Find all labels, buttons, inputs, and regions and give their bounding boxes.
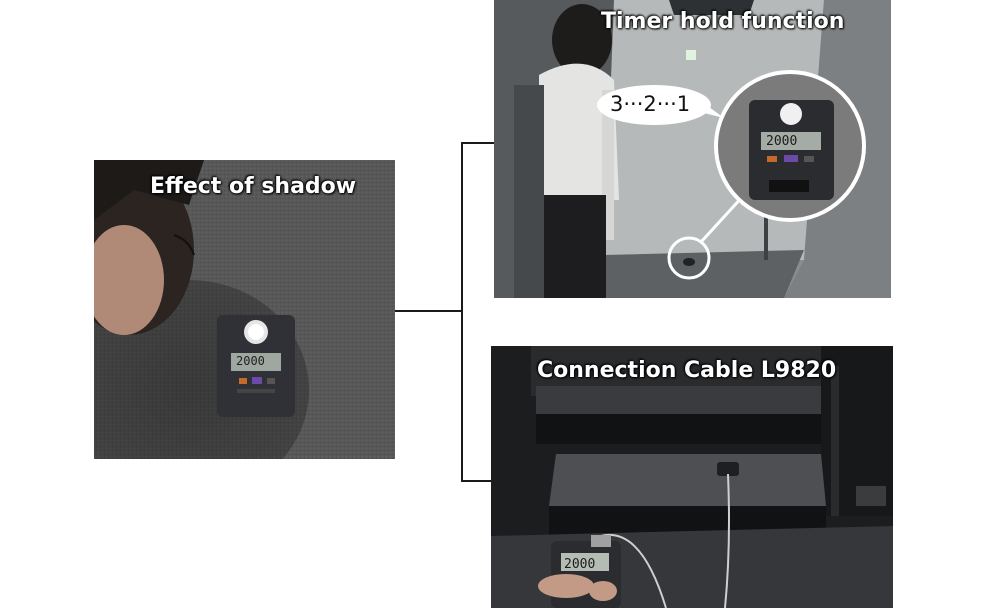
connector-horizontal-main: [395, 310, 463, 312]
timer-caption: Timer hold function: [601, 9, 845, 34]
timer-hold-photo: 2000 3···2···1 Timer hold function: [494, 0, 891, 298]
connection-cable-photo: 2000 Connection Cable L9820: [491, 346, 893, 608]
shadow-effect-photo: 2000 Effect of shadow: [94, 160, 395, 459]
shadow-caption: Effect of shadow: [150, 174, 357, 199]
cable-meter-reading: 2000: [564, 557, 596, 572]
connector-vertical: [461, 142, 463, 482]
shadow-meter-reading: 2000: [236, 354, 265, 368]
connector-branch-bottom: [461, 480, 491, 482]
timer-meter-reading: 2000: [766, 134, 798, 149]
connector-branch-top: [461, 142, 494, 144]
countdown-label: 3···2···1: [610, 92, 691, 116]
cable-caption: Connection Cable L9820: [537, 358, 837, 383]
